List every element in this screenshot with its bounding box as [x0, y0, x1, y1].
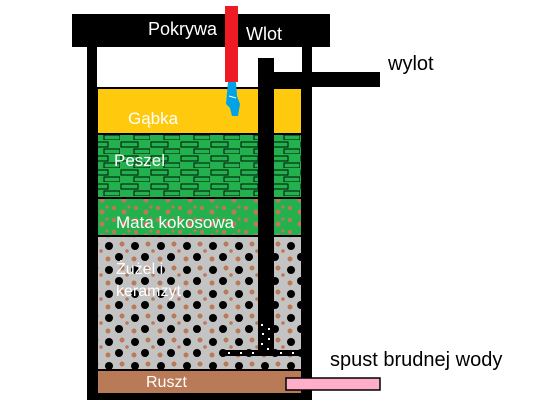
water-drip [226, 82, 240, 116]
drain-pipe [285, 377, 381, 391]
container-left-wall [87, 42, 97, 400]
container-right-wall [302, 42, 312, 400]
label-grate: Ruszt [146, 374, 187, 391]
collector-pipe [222, 350, 300, 356]
label-inlet: Wlot [246, 24, 282, 44]
label-sponge: Gąbka [128, 109, 179, 128]
outlet-pipe-vertical [258, 58, 274, 356]
label-sand: Peszel [114, 151, 165, 170]
label-outlet: wylot [387, 53, 434, 75]
lid [72, 14, 330, 47]
container-bottom-wall [87, 394, 312, 400]
label-slag-line2: keramzyt [116, 283, 181, 300]
label-coco-mat: Mata kokosowa [116, 213, 235, 232]
grate-layer [96, 369, 303, 395]
label-slag-line1: Żużel i [116, 259, 163, 278]
outlet-pipe-horizontal [258, 72, 380, 87]
label-drain: spust brudnej wody [330, 349, 502, 371]
label-lid: Pokrywa [148, 19, 218, 39]
inlet-pipe [225, 6, 238, 82]
